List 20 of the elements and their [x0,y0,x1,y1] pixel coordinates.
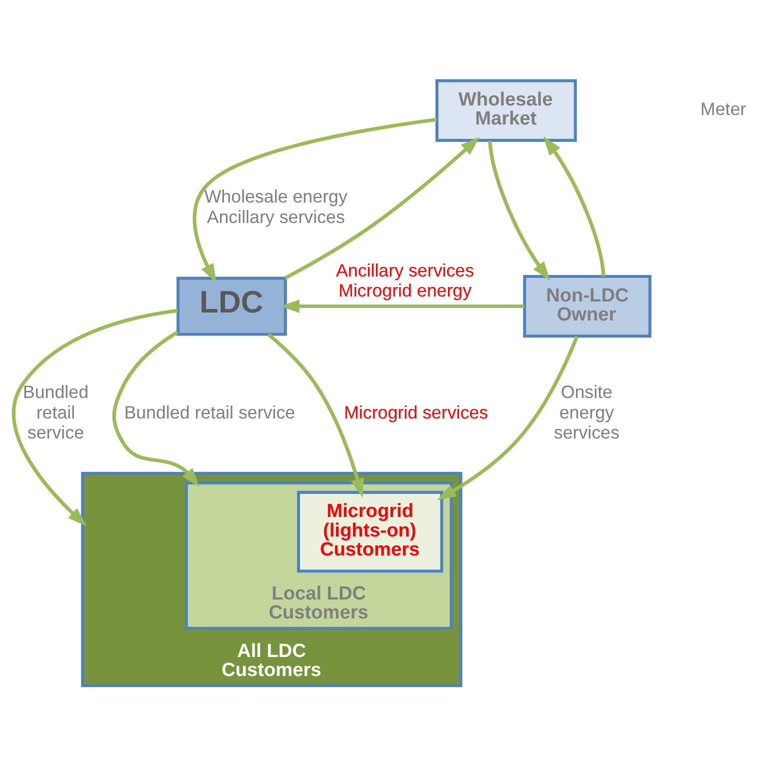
arrow [280,300,524,313]
node-box: Microgrid (lights-on) Customers [297,490,444,573]
node-box: Wholesale Market [435,79,577,142]
node-box: Non-LDC Owner [523,274,652,338]
edge-label: Microgrid services [344,402,488,422]
arrow [284,136,480,280]
edge-label: Wholesale energy Ancillary services [204,186,348,227]
arrow [543,136,606,276]
label: Meter [700,98,746,119]
edge-label: Ancillary services Microgrid energy [336,260,474,301]
arrow [267,333,364,498]
arrow [488,140,550,281]
node-box: LDC [176,276,287,336]
edge-label: Bundled retail service [22,382,89,443]
arrow [192,118,437,283]
edge-label: Onsite energy services [554,382,620,443]
arrow [437,336,579,500]
arrow [12,308,178,526]
edge-label: Bundled retail service [124,402,296,422]
arrow [112,330,200,488]
